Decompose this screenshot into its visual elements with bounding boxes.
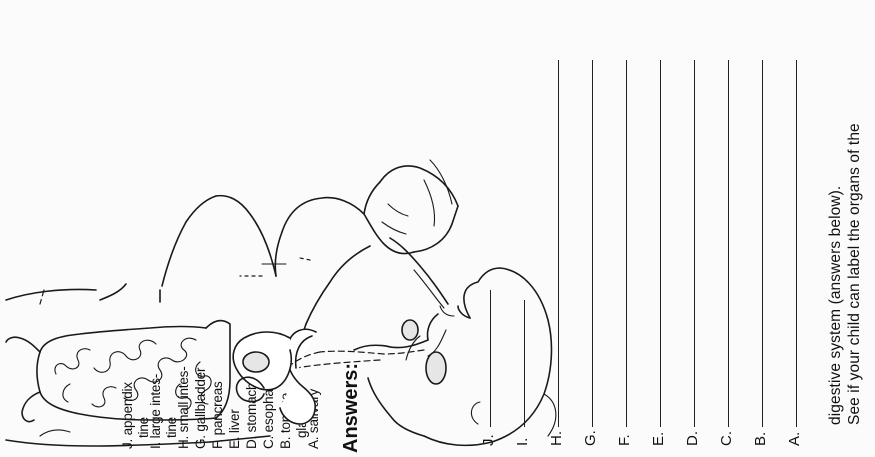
digestive-system-diagram-icon: [0, 0, 875, 457]
worksheet-page: See if your child can label the organs o…: [0, 0, 875, 457]
